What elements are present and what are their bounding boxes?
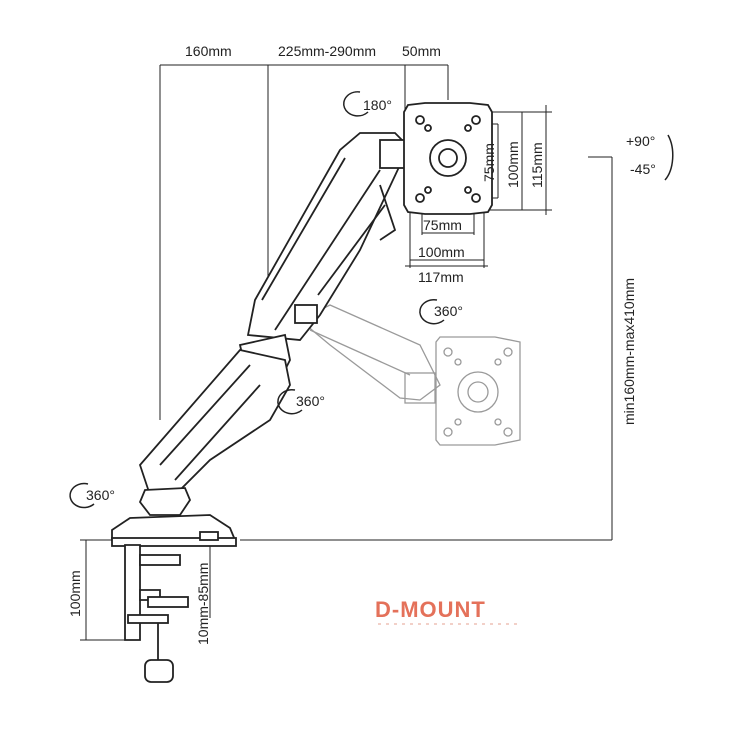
tilt-minus-45: -45° <box>630 161 656 177</box>
ghost-arm-position <box>298 304 521 446</box>
swivel-elbow-360: 360° <box>296 393 325 409</box>
dim-desk-thickness: 10mm-85mm <box>195 563 211 645</box>
dim-160mm: 160mm <box>185 43 232 59</box>
monitor-arm <box>111 132 412 683</box>
dim-plate-h-100mm: 100mm <box>418 244 465 260</box>
dim-plate-h-75mm: 75mm <box>423 217 462 233</box>
tilt-plus-90: +90° <box>626 133 655 149</box>
swivel-base-360: 360° <box>86 487 115 503</box>
vesa-plate <box>403 102 493 215</box>
dim-plate-h-117mm: 117mm <box>418 269 464 285</box>
brand-logo: D-MOUNT <box>375 597 486 622</box>
swivel-head-360: 360° <box>434 303 463 319</box>
rotation-180: 180° <box>363 97 392 113</box>
dim-225-290mm: 225mm-290mm <box>278 43 376 59</box>
dim-plate-v-115mm: 115mm <box>529 142 545 188</box>
rotation-arrows <box>69 91 674 509</box>
dim-plate-v-75mm: 75mm <box>481 143 497 182</box>
dim-height-range: min160mm-max410mm <box>621 278 637 425</box>
dim-plate-v-100mm: 100mm <box>505 141 521 188</box>
dim-50mm: 50mm <box>402 43 441 59</box>
dim-clamp-100mm: 100mm <box>67 570 83 617</box>
dimension-lines <box>80 64 613 641</box>
